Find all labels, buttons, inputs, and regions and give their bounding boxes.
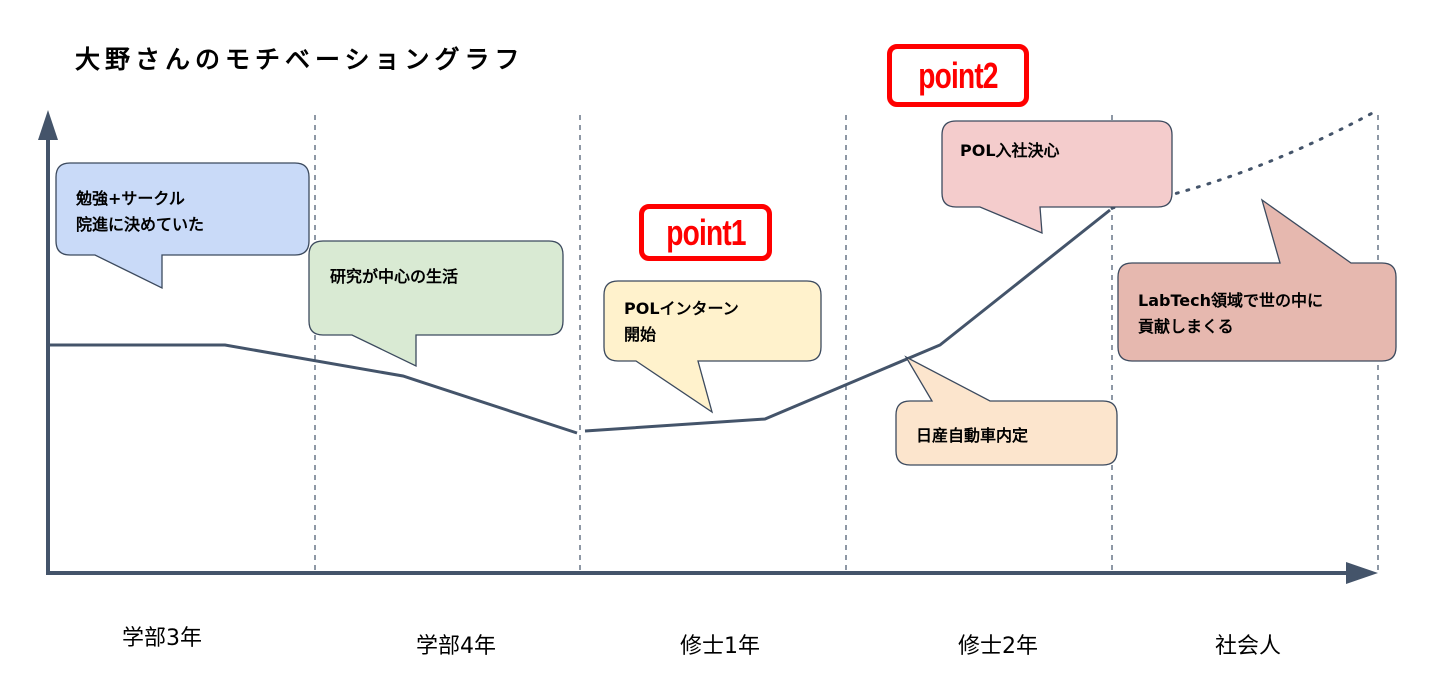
axes bbox=[38, 110, 1378, 584]
callout-text-2: 研究が中心の生活 bbox=[330, 267, 459, 286]
point2-label: point2 bbox=[918, 54, 998, 96]
callout-bubble-4 bbox=[941, 120, 1173, 235]
point2-badge: point2 bbox=[887, 44, 1029, 107]
callout-bubble-6 bbox=[1117, 198, 1397, 362]
period-label-3: 修士1年 bbox=[680, 634, 760, 659]
callout-text-3: POLインターン 開始 bbox=[624, 299, 739, 344]
point1-badge: point1 bbox=[639, 204, 772, 261]
y-axis-arrow-icon bbox=[38, 110, 58, 140]
callout-bubble-2 bbox=[308, 240, 564, 368]
period-dividers bbox=[314, 115, 1379, 573]
page-title: 大野さんのモチベーショングラフ bbox=[75, 45, 525, 74]
period-label-4: 修士2年 bbox=[958, 634, 1038, 659]
point1-label: point1 bbox=[665, 211, 746, 253]
period-label-2: 学部4年 bbox=[416, 634, 496, 659]
callout-text-6: LabTech領域で世の中に 貢献しまくる bbox=[1138, 291, 1323, 336]
callout-shapes bbox=[55, 120, 1397, 466]
callout-bubble-3 bbox=[603, 280, 822, 414]
callout-text-1: 勉強+サークル 院進に決めていた bbox=[76, 189, 205, 234]
callout-text-5: 日産自動車内定 bbox=[916, 426, 1029, 445]
callout-bubble-1 bbox=[55, 162, 310, 290]
period-label-5: 社会人 bbox=[1214, 634, 1282, 659]
period-label-1: 学部3年 bbox=[122, 626, 202, 651]
x-axis-arrow-icon bbox=[1346, 562, 1378, 584]
curve-segment-undergrad bbox=[50, 343, 578, 435]
callout-text-4: POL入社決心 bbox=[960, 141, 1060, 160]
callout-bubble-5 bbox=[895, 355, 1118, 466]
curve-segment-grad bbox=[584, 208, 1111, 433]
